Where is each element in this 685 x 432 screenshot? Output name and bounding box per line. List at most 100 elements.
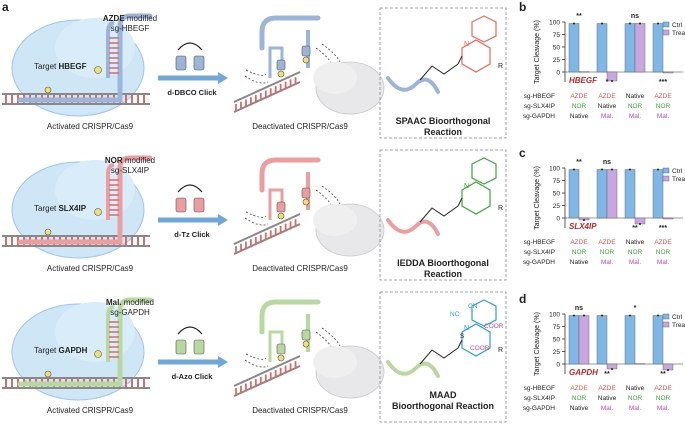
y-axis-label: Target Cleavage (%)	[534, 312, 541, 376]
y-tick-label: 75	[553, 324, 561, 331]
bar	[652, 169, 664, 219]
reaction-nitrile-label: CN	[468, 303, 478, 310]
activated-caption: Activated CRISPR/Cas9	[46, 264, 134, 273]
reaction-substituent-label: R	[498, 205, 503, 212]
target-gene-label: Target HBEGF	[34, 62, 86, 72]
modifier-suffix: modified	[122, 156, 156, 165]
data-point	[611, 168, 613, 171]
click-reagent-label: d-Azo Click	[171, 372, 213, 381]
target-gene-label: Target GAPDH	[34, 346, 87, 356]
y-tick-label: 75	[553, 178, 561, 185]
significance-label: ns	[631, 13, 639, 20]
legend-swatch	[662, 313, 670, 320]
deactivated-caption: Deactivated CRISPR/Cas9	[252, 264, 348, 273]
bar	[662, 217, 674, 220]
gene-label: GAPDH	[569, 368, 598, 377]
table-cell: NOR	[656, 103, 671, 110]
bar	[578, 315, 590, 365]
reaction-ester-label: COOR	[484, 323, 504, 330]
table-cell: AZDE	[570, 93, 588, 100]
legend-label: Treated	[672, 30, 685, 37]
data-point	[657, 168, 659, 171]
table-cell: Mal.	[601, 113, 613, 120]
significance-label: **	[660, 371, 666, 378]
panel-label-c: c	[519, 146, 526, 160]
data-point	[601, 22, 603, 25]
target-gene: GAPDH	[58, 346, 88, 355]
bar	[606, 169, 618, 219]
data-point	[573, 22, 575, 25]
data-point	[629, 168, 631, 171]
bar	[606, 71, 618, 82]
table-cell: Mal.	[629, 113, 641, 120]
table-cell: Mal.	[629, 405, 641, 412]
table-cell: Native	[626, 385, 645, 392]
table-cell: NOR	[572, 103, 587, 110]
y-tick-label: 25	[553, 57, 561, 64]
legend-label: Treated	[672, 176, 685, 183]
y-tick-label: 25	[553, 349, 561, 356]
bar	[578, 71, 590, 73]
data-point	[583, 314, 585, 317]
guide-name: sg-GAPDH	[110, 308, 150, 317]
data-point	[573, 314, 575, 317]
table-cell: Native	[626, 239, 645, 246]
data-point	[629, 22, 631, 25]
table-cell: AZDE	[598, 93, 616, 100]
bar	[634, 363, 646, 365]
reaction-title-line: MAAD	[429, 390, 457, 400]
deactivated-caption: Deactivated CRISPR/Cas9	[252, 122, 348, 131]
y-axis-label: Target Cleavage (%)	[534, 20, 541, 84]
table-row-label: sg-GAPDH	[523, 405, 555, 412]
legend-label: Ctrl	[672, 168, 683, 175]
bar	[652, 315, 664, 365]
bar	[652, 23, 664, 73]
data-point	[639, 22, 641, 25]
legend-label: Treated	[672, 322, 685, 329]
legend-label: Ctrl	[672, 22, 683, 29]
scheme-illustration: RN	[2, 7, 507, 139]
reaction-title: IEDDA Bioorthogonal Reaction	[380, 258, 506, 280]
table-cell: AZDE	[598, 239, 616, 246]
significance-label: **	[576, 159, 582, 166]
reaction-nitrogen-label: N	[464, 183, 469, 190]
target-gene: SLX4IP	[58, 204, 87, 213]
panel-label-b: b	[519, 0, 527, 14]
table-row-label: sg-GAPDH	[523, 259, 555, 266]
table-cell: AZDE	[654, 385, 672, 392]
legend-swatch	[662, 21, 670, 28]
legend-swatch	[662, 29, 670, 36]
bar	[662, 71, 674, 74]
bar	[568, 315, 580, 365]
guide-name: sg-HBEGF	[110, 24, 150, 33]
reaction-substituent-label: R	[498, 63, 503, 70]
data-point	[657, 314, 659, 317]
data-point	[611, 80, 613, 82]
reaction-title: SPAAC Bioorthogonal Reaction	[380, 116, 506, 138]
table-cell: NOR	[628, 249, 643, 256]
modifier-name: NOR	[104, 156, 123, 165]
reaction-title-line: IEDDA Bioorthogonal Reaction	[397, 258, 489, 279]
target-prefix: Target	[34, 346, 59, 355]
data-point	[667, 369, 669, 371]
significance-label: *	[606, 79, 609, 86]
target-prefix: Target	[34, 62, 59, 71]
table-cell: NOR	[628, 395, 643, 402]
reaction-sulfur-label: S	[460, 333, 465, 340]
legend-label: Ctrl	[672, 314, 683, 321]
data-point	[601, 314, 603, 317]
data-point	[629, 314, 631, 317]
table-row-label: sg-SLX4IP	[524, 103, 555, 110]
data-point	[573, 168, 575, 171]
data-point	[657, 22, 659, 25]
table-cell: Mal.	[601, 259, 613, 266]
target-gene-label: Target SLX4IP	[34, 204, 86, 214]
reaction-ester-label: COOR	[470, 345, 490, 352]
